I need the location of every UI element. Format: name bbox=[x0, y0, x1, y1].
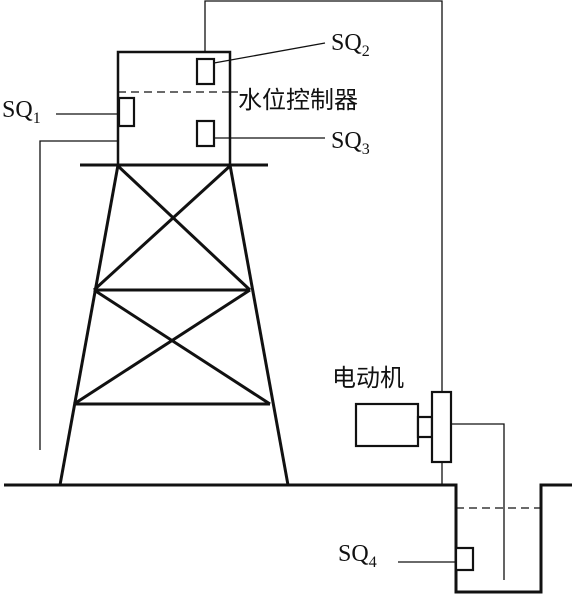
label-water-level-controller: 水位控制器 bbox=[238, 86, 358, 114]
sensor-sq4 bbox=[454, 546, 475, 572]
label-sq1: SQ1 bbox=[2, 97, 41, 127]
suction-pipe bbox=[451, 423, 505, 580]
motor-body bbox=[354, 402, 420, 448]
label-sq2: SQ2 bbox=[331, 30, 370, 60]
wire-tank-to-motor bbox=[204, 0, 443, 485]
label-sq4: SQ4 bbox=[338, 541, 377, 571]
wire-sq1 bbox=[39, 140, 119, 450]
tower-leg-right bbox=[228, 164, 290, 486]
tower-leg-left bbox=[58, 164, 120, 486]
motor-coupling bbox=[416, 415, 434, 439]
tower-brace bbox=[73, 288, 251, 406]
tower-brace bbox=[93, 288, 271, 406]
ground-line bbox=[4, 483, 572, 594]
sensor-sq3 bbox=[195, 119, 216, 148]
label-motor: 电动机 bbox=[332, 364, 404, 392]
sensor-sq1 bbox=[117, 96, 136, 128]
pump-housing bbox=[430, 390, 453, 464]
tower-brace bbox=[116, 164, 252, 292]
tower-brace bbox=[92, 164, 232, 292]
leader-sq2 bbox=[213, 42, 326, 64]
sensor-sq2 bbox=[195, 57, 216, 86]
label-sq3: SQ3 bbox=[331, 128, 370, 158]
